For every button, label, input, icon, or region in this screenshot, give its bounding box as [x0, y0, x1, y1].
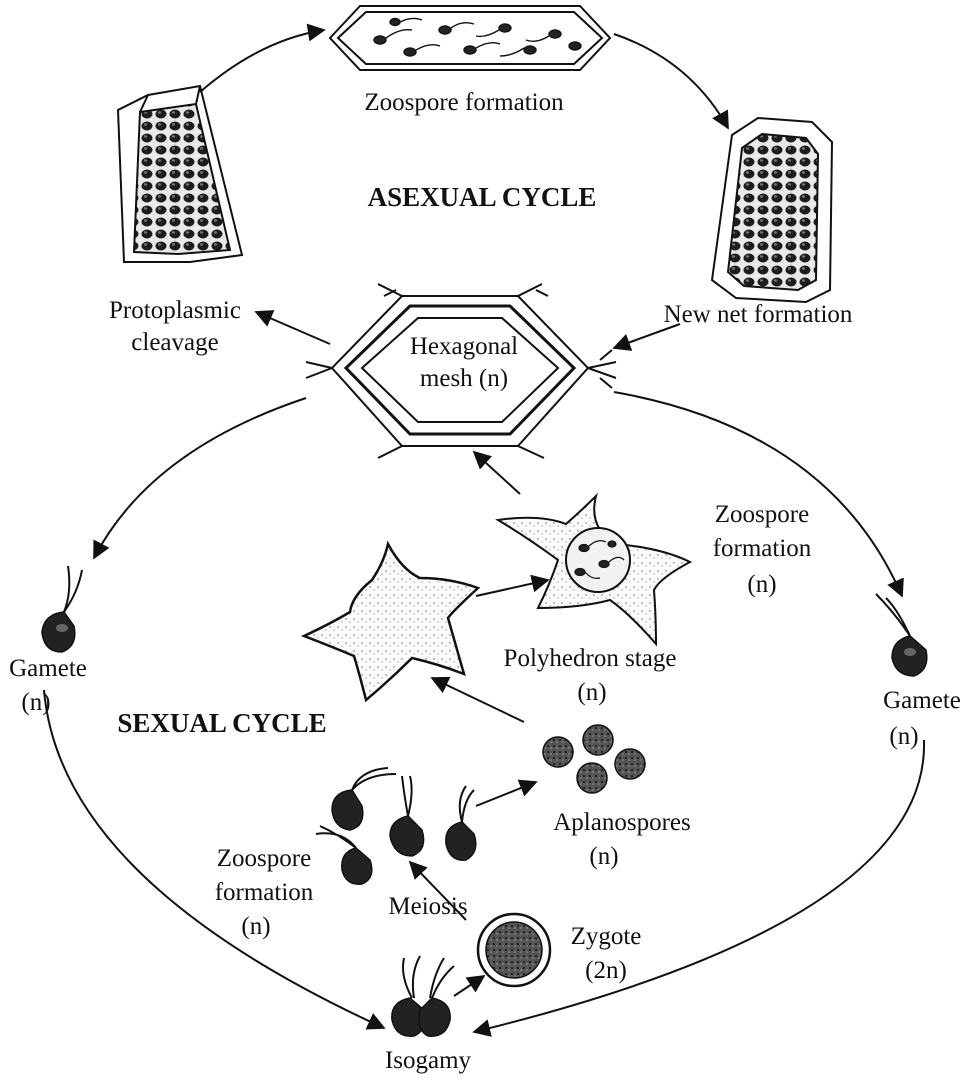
polyhedron-stage-drawing — [304, 544, 478, 700]
arrow-gamete-right-to-isogamy — [474, 740, 924, 1032]
label-protoplasmic-cleavage-line2: cleavage — [131, 329, 218, 356]
heading-asexual-cycle: ASEXUAL CYCLE — [368, 182, 597, 212]
arrow-zoospore-release-to-mesh — [474, 452, 520, 494]
arrow-meiosis-to-aplanospores — [476, 782, 536, 806]
label-zoospore-formation-left-line2: formation — [215, 879, 314, 906]
label-gamete-left-line2: (n) — [21, 689, 50, 716]
arrow-aplanospores-to-polyhedron — [432, 678, 524, 722]
label-zoospore-formation-right-line1: Zoospore — [715, 501, 809, 528]
arrow-polyhedron-to-zoospore-release — [476, 580, 548, 596]
label-zoospore-formation-right-line3: (n) — [747, 571, 776, 598]
label-new-net-formation: New net formation — [664, 301, 853, 328]
arrow-gamete-left-to-isogamy — [44, 690, 384, 1028]
label-zoospore-formation-right-line2: formation — [713, 535, 812, 562]
label-meiosis: Meiosis — [388, 893, 467, 920]
arrow-mesh-to-gamete-left — [94, 398, 306, 558]
label-gamete-left-line1: Gamete — [9, 655, 87, 682]
arrow-isogamy-to-zygote — [454, 976, 484, 996]
arrow-zoospore-to-newnet — [614, 34, 728, 128]
polyhedron-releasing-zoospores — [498, 496, 690, 644]
label-zoospore-formation-left-line1: Zoospore — [217, 845, 311, 872]
gamete-right-drawing — [876, 594, 927, 676]
label-zoospore-formation-top: Zoospore formation — [364, 89, 564, 116]
label-isogamy: Isogamy — [385, 1047, 472, 1074]
gamete-left-drawing — [42, 566, 82, 652]
aplanospores-drawing — [543, 725, 645, 793]
label-zygote-line1: Zygote — [571, 923, 642, 950]
label-polyhedron-stage-line2: (n) — [577, 679, 606, 706]
isogamy-drawing — [392, 956, 454, 1036]
label-gamete-right-line2: (n) — [889, 723, 918, 750]
label-aplanospores-line1: Aplanospores — [553, 809, 690, 836]
zygote-drawing — [478, 914, 550, 986]
protoplasmic-cleavage-cell — [118, 86, 242, 262]
label-zygote-line2: (2n) — [585, 957, 627, 984]
label-aplanospores-line2: (n) — [589, 843, 618, 870]
arrow-mesh-to-cleavage — [256, 312, 330, 344]
label-gamete-right-line1: Gamete — [883, 687, 961, 714]
heading-sexual-cycle: SEXUAL CYCLE — [117, 708, 326, 738]
arrow-cleavage-to-zoospore — [200, 30, 324, 92]
new-net-formation-cell — [712, 118, 832, 302]
label-hexagonal-mesh-line1: Hexagonal — [410, 333, 518, 360]
label-polyhedron-stage-line1: Polyhedron stage — [504, 645, 677, 672]
label-protoplasmic-cleavage-line1: Protoplasmic — [109, 297, 241, 324]
meiotic-zoospores-drawing — [316, 768, 476, 884]
label-zoospore-formation-left-line3: (n) — [241, 913, 270, 940]
zoospore-formation-cell-top — [330, 6, 610, 70]
label-hexagonal-mesh-line2: mesh (n) — [420, 365, 508, 392]
